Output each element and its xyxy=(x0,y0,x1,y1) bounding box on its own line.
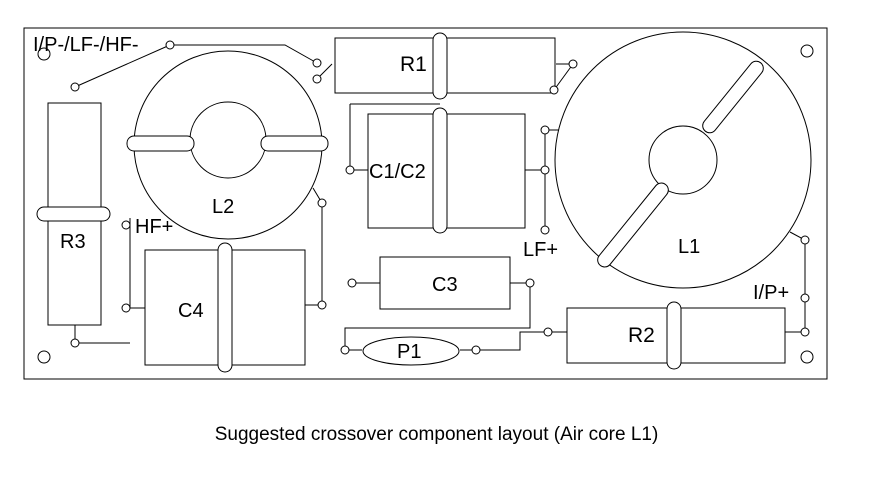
label-r2: R2 xyxy=(628,324,655,347)
pcb-board-outline xyxy=(23,27,828,380)
label-c3: C3 xyxy=(432,274,458,296)
wiring xyxy=(74,44,806,351)
terminal-label-lf-positive: LF+ xyxy=(523,239,558,261)
mounting-hole-bottom-left xyxy=(37,350,51,364)
resistor-r1: R1 xyxy=(334,32,556,100)
mounting-hole-bottom-right xyxy=(800,350,814,364)
inductor-l1: L1 xyxy=(554,31,812,289)
terminal-label-hf-positive: HF+ xyxy=(135,216,173,238)
terminal-label-input-negative: I/P-/LF-/HF- xyxy=(33,34,139,56)
inductor-l2: L2 xyxy=(126,50,329,240)
figure-caption: Suggested crossover component layout (Ai… xyxy=(214,424,659,445)
capacitor-c1-c2: C1/C2 xyxy=(367,107,526,234)
mounting-hole-top-right xyxy=(800,44,814,58)
component-p1: P1 xyxy=(362,336,460,366)
label-l2: L2 xyxy=(212,196,234,218)
resistor-r2: R2 xyxy=(566,301,786,370)
label-c4: C4 xyxy=(178,300,204,322)
label-p1: P1 xyxy=(397,341,421,363)
terminal-label-input-positive: I/P+ xyxy=(753,282,789,304)
mounting-hole-top-left xyxy=(37,47,51,61)
label-r1: R1 xyxy=(400,53,427,76)
terminal-pads xyxy=(70,40,810,355)
capacitor-c3: C3 xyxy=(379,256,511,310)
label-r3: R3 xyxy=(60,231,86,253)
label-l1: L1 xyxy=(678,236,700,258)
resistor-r3: R3 xyxy=(36,102,111,326)
label-c1c2: C1/C2 xyxy=(369,161,426,183)
capacitor-c4: C4 xyxy=(144,242,306,373)
